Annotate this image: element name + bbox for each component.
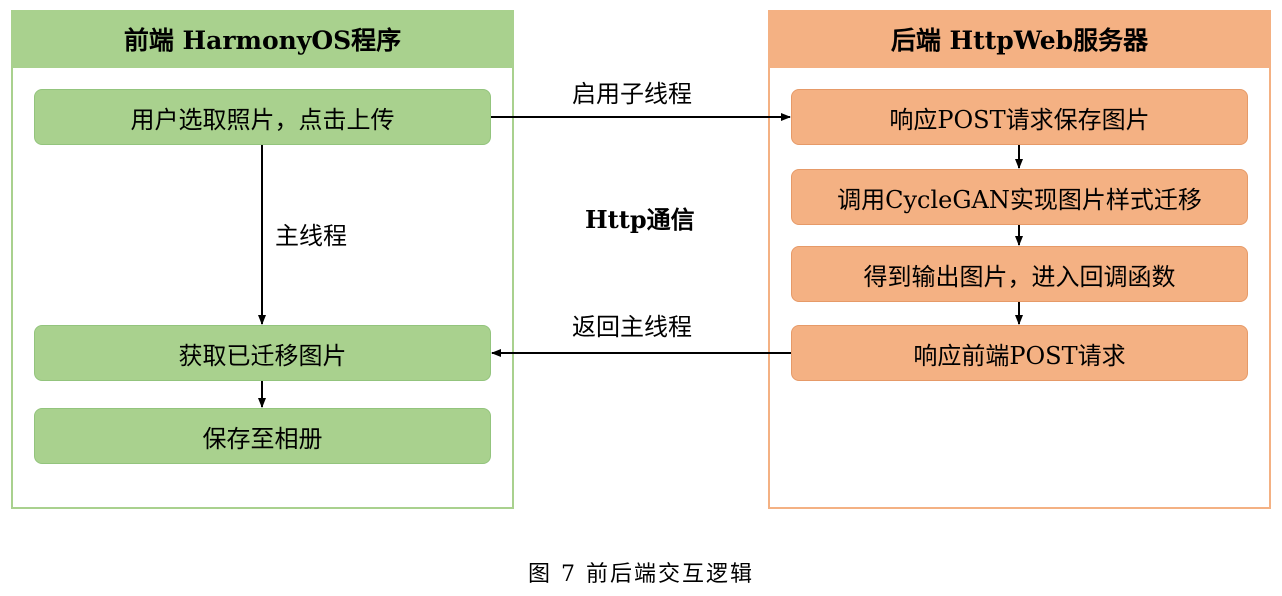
frontend-lane: 前端 HarmonyOS程序: [11, 10, 514, 509]
main-thread-label: 主线程: [275, 222, 347, 250]
backend-lane: 后端 HttpWeb服务器: [768, 10, 1271, 509]
backend-step-save: 响应POST请求保存图片: [791, 89, 1248, 145]
return-main-thread-label: 返回主线程: [572, 313, 692, 341]
http-communication-label: Http通信: [585, 205, 695, 234]
start-subthread-label: 启用子线程: [572, 80, 692, 108]
frontend-lane-title: 前端 HarmonyOS程序: [13, 12, 512, 68]
backend-step-output: 得到输出图片，进入回调函数: [791, 246, 1248, 302]
frontend-step-upload: 用户选取照片，点击上传: [34, 89, 491, 145]
frontend-step-fetch: 获取已迁移图片: [34, 325, 491, 381]
backend-step-respond: 响应前端POST请求: [791, 325, 1248, 381]
figure-caption: 图 7 前后端交互逻辑: [528, 562, 754, 587]
frontend-step-save: 保存至相册: [34, 408, 491, 464]
backend-step-cyclegan: 调用CycleGAN实现图片样式迁移: [791, 169, 1248, 225]
backend-lane-title: 后端 HttpWeb服务器: [770, 12, 1269, 68]
